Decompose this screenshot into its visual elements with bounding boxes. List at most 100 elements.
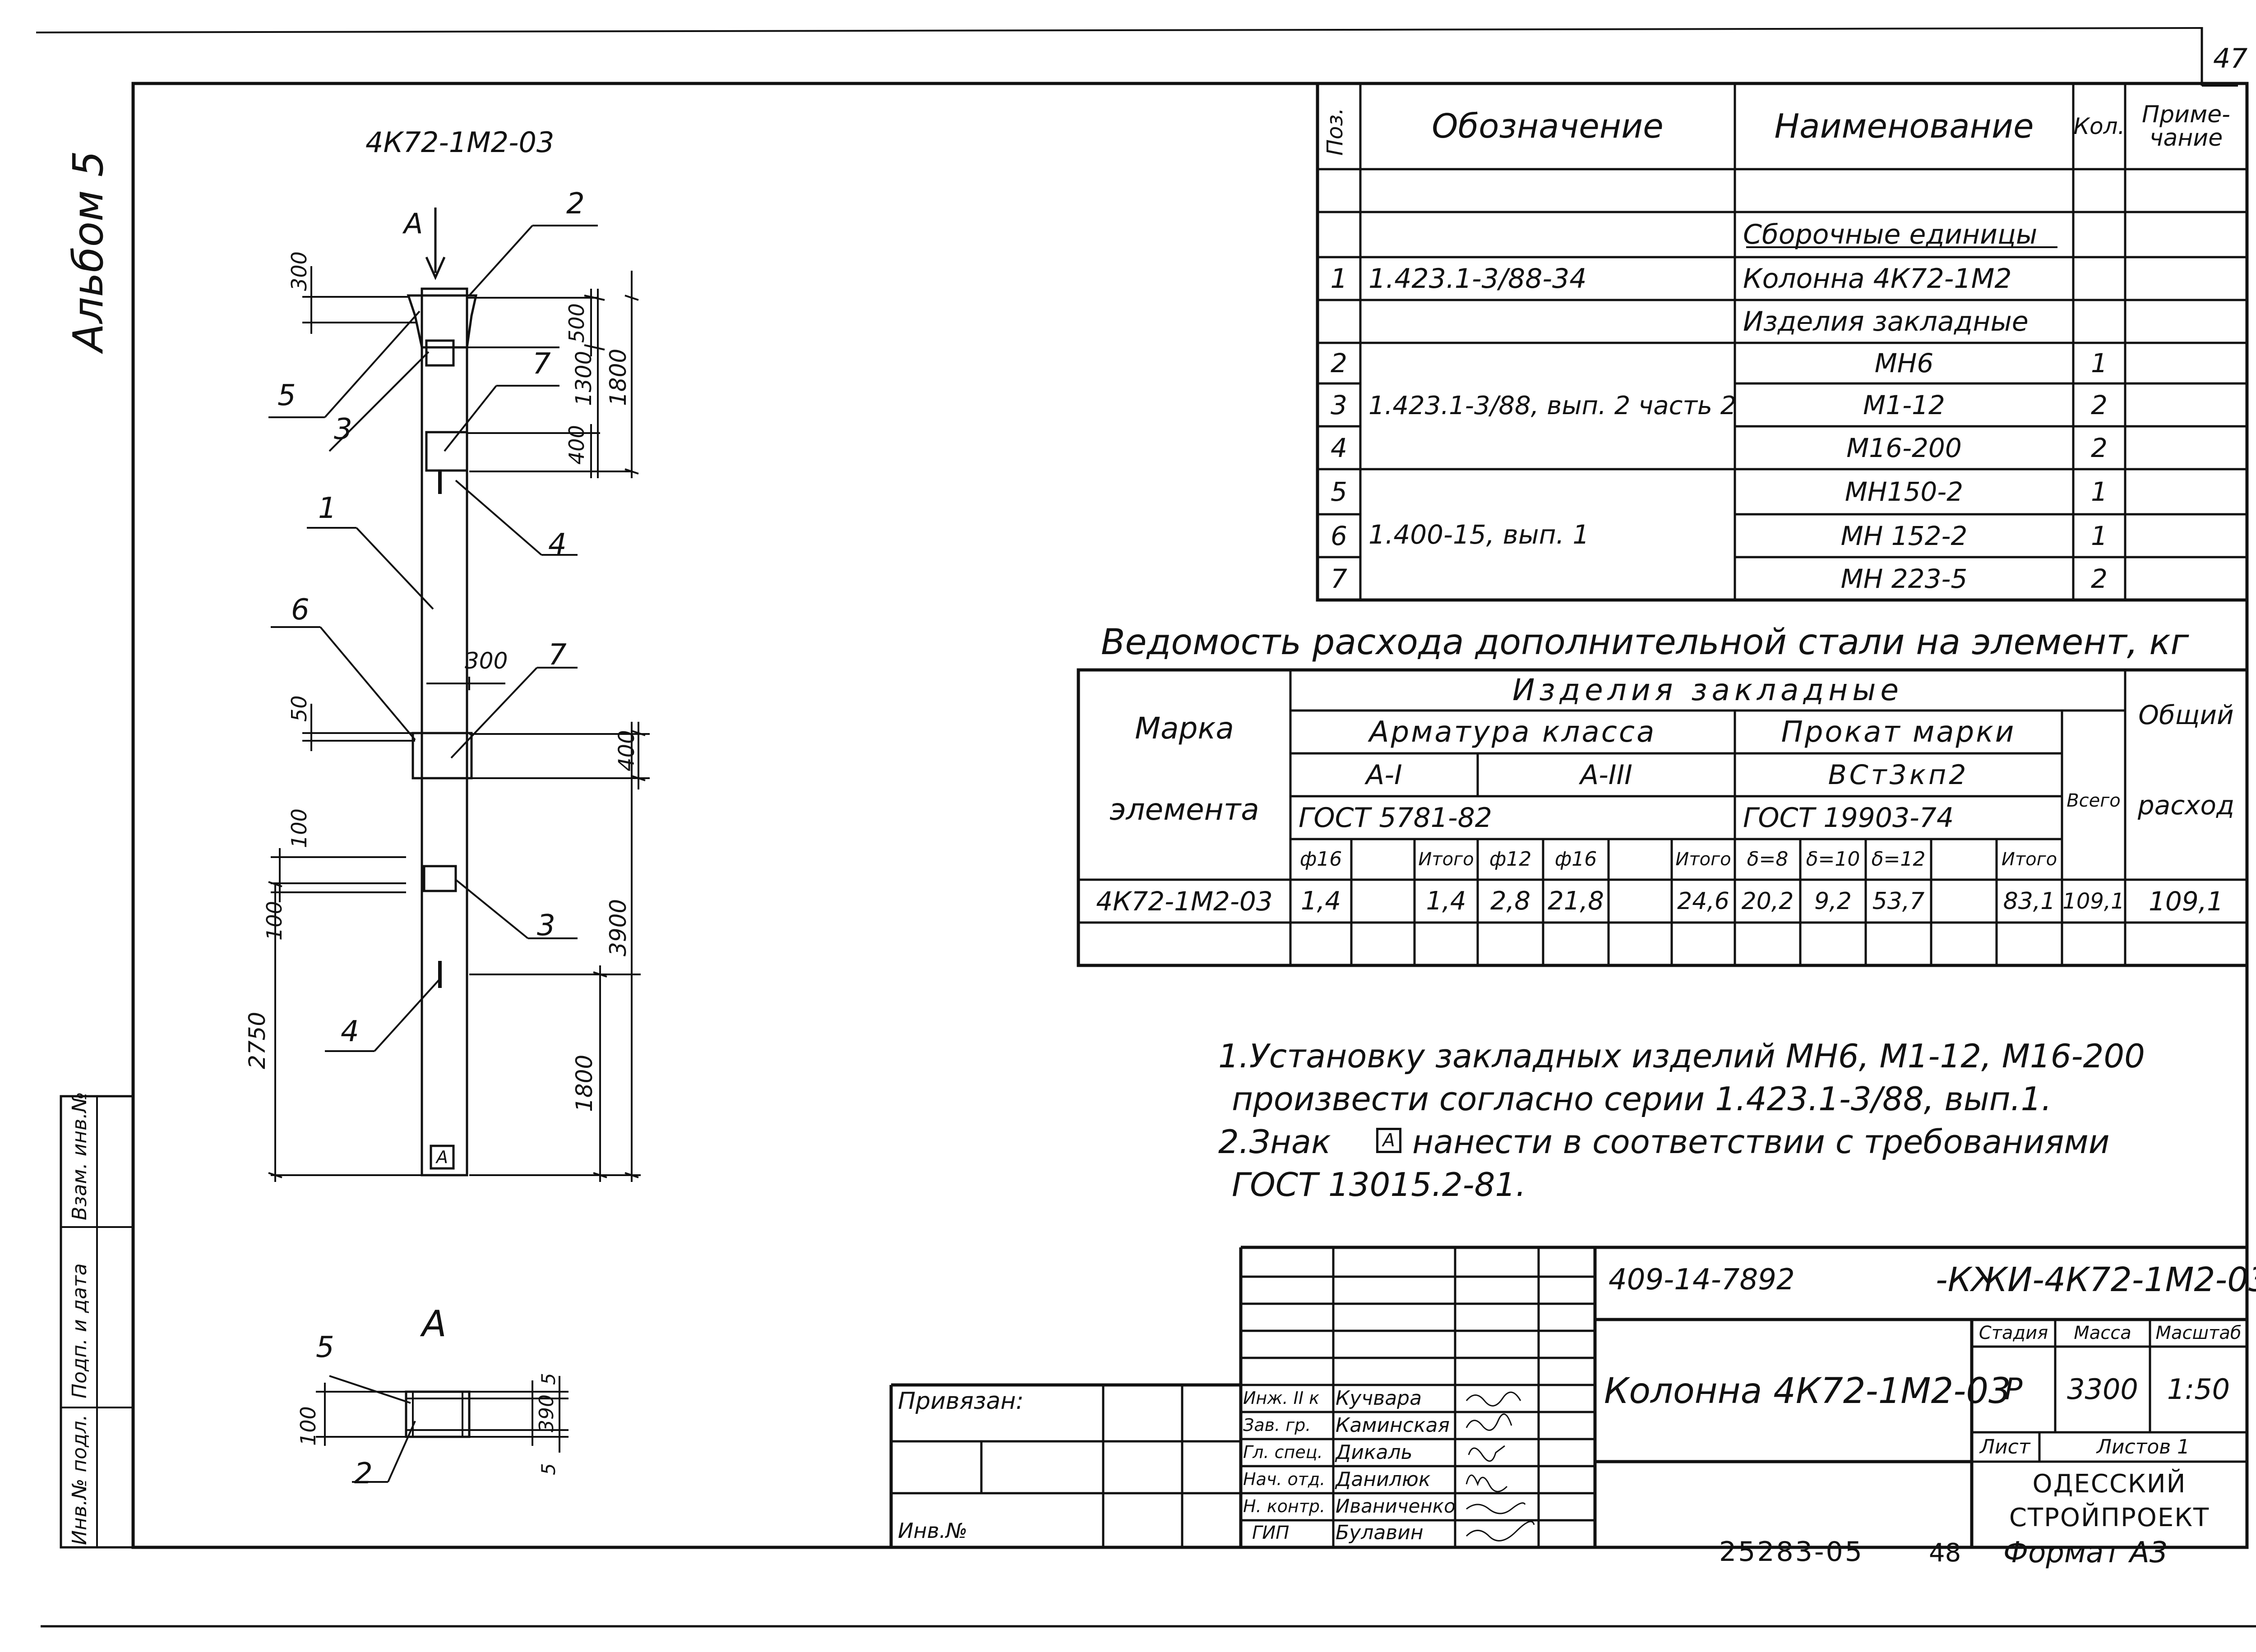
steel-row-value: 20,2 [1741,887,1794,915]
steel-sub: δ=8 [1747,848,1789,871]
steel-sub: ф16 [1554,848,1597,871]
sheets-label: Листов 1 [2096,1435,2190,1458]
person-role: Н. контр. [1243,1496,1326,1516]
spec-group-a-designation: 1.423.1-3/88, вып. 2 часть 2 [1368,391,1737,420]
callout-3-top: 3 [334,413,352,446]
steel-h-total-general-2: расход [2137,790,2235,821]
person-role: Инж. II к [1243,1388,1320,1408]
callout-5-top: 5 [277,379,296,412]
person-name: Булавин [1336,1521,1424,1544]
steel-h-mark-2: элемента [1110,792,1259,827]
person-role: Нач. отд. [1243,1469,1326,1489]
callout-2-top: 2 [566,187,585,221]
callout-3-low: 3 [537,909,555,942]
spec-row-name: М1-12 [1863,389,1945,420]
stage-value: Р [2004,1372,2023,1407]
steel-sub: Итого [2001,849,2057,870]
steel-sub: δ=12 [1871,848,1926,871]
spec-row-name: М16-200 [1846,432,1962,463]
steel-row-value: 1,4 [1300,886,1341,916]
note-line-4: ГОСТ 13015.2-81. [1232,1166,1526,1204]
bottom-page: 48 [1929,1538,1961,1568]
mass-value: 3300 [2067,1373,2138,1406]
note-line-3-end: нанести в соответствии с требованиями [1412,1123,2110,1161]
note-line-1: 1.Установку закладных изделий МН6, М1-12… [1218,1037,2145,1075]
callout-6: 6 [291,593,310,627]
scale-value: 1:50 [2167,1373,2230,1406]
steel-h-rolled: Прокат марки [1781,715,2016,749]
svg-text:A: A [435,1147,448,1167]
steel-h-steel-grade: ВСт3кп2 [1828,759,1969,791]
bottom-number: 25283-05 [1719,1536,1864,1568]
spec-header-qty: Кол. [2073,113,2125,139]
steel-h-total-general: Общий [2138,700,2234,730]
stage-header: Стадия [1979,1323,2048,1343]
steel-row-total: 109,1 [2062,888,2125,914]
spec-header-designation: Обозначение [1432,107,1664,146]
spec-row-name: МН6 [1874,348,1934,378]
steel-h-a1: А-I [1366,759,1402,791]
doc-name: Колонна 4К72-1М2-03 [1604,1371,2011,1412]
person-name: Каминская [1336,1414,1450,1437]
steel-row-mark: 4К72-1М2-03 [1096,886,1273,917]
bound-label: Привязан: [898,1388,1024,1415]
section-a-label: А [422,1303,447,1345]
scale-header: Масштаб [2155,1323,2242,1343]
spec-row-pos: 5 [1331,476,1347,507]
steel-row-general: 109,1 [2148,886,2224,917]
spec-row-qty: 1 [2091,348,2108,378]
org-name-1: ОДЕССКИЙ [2032,1469,2187,1499]
note-line-2: произвести согласно серии 1.423.1-3/88, … [1232,1080,2052,1118]
format-label: Формат А3 [2003,1536,2168,1569]
inv-no-label: Инв.№ [898,1518,968,1543]
org-name-2: СТРОЙПРОЕКТ [2009,1503,2210,1532]
doc-code-right: -КЖИ-4К72-1М2-03 [1936,1260,2256,1299]
spec-section-assembly: Сборочные единицы [1743,219,2038,250]
steel-sub: δ=10 [1806,848,1860,871]
spec-row-qty: 1 [2091,520,2108,551]
steel-row-value: 53,7 [1872,887,1925,915]
steel-h-mark-1: Марка [1135,711,1234,746]
doc-code-left: 409-14-7892 [1609,1263,1795,1297]
person-role: Зав. гр. [1243,1415,1311,1435]
spec-row-pos: 7 [1331,563,1347,594]
steel-sub: Итого [1675,849,1731,870]
steel-row-value: 24,6 [1677,887,1729,915]
spec-row-pos: 4 [1331,432,1347,463]
spec-row-name: МН 152-2 [1840,520,1968,551]
person-name: Данилюк [1336,1468,1431,1491]
steel-h-embedded: Изделия закладные [1512,673,1903,707]
person-role: Гл. спец. [1243,1442,1323,1462]
spec-row1-name: Колонна 4К72-1М2 [1743,263,2012,295]
spec-row-qty: 2 [2091,563,2108,594]
callout-7-top: 7 [532,347,551,381]
spec-row1-pos: 1 [1330,263,1348,295]
drawing-title: 4К72-1М2-03 [365,126,555,159]
spec-row-qty: 2 [2091,432,2108,463]
page-number: 47 [2213,43,2248,74]
note-line-3-start: 2.Знак [1218,1123,1331,1161]
steel-sub: Итого [1418,849,1474,870]
person-name: Дикаль [1336,1441,1413,1464]
steel-sub: ф16 [1299,848,1342,871]
sheet-label: Лист [1980,1435,2030,1458]
mark-a-symbol: А [1376,1128,1401,1153]
spec-row1-designation: 1.423.1-3/88-34 [1368,263,1587,295]
spec-row-name: МН 223-5 [1840,563,1968,594]
spec-group-b-designation: 1.400-15, вып. 1 [1368,519,1590,550]
callout-5-section: 5 [316,1331,334,1364]
spec-header-name: Наименование [1774,107,2034,146]
steel-sub: ф12 [1489,848,1532,871]
person-name: Иваниченко [1336,1495,1456,1517]
steel-row-value: 21,8 [1548,886,1604,916]
callout-7-mid: 7 [548,638,567,672]
steel-h-gost-2: ГОСТ 19903-74 [1743,802,1954,834]
person-role: ГИП [1252,1523,1290,1543]
dim-300-mid: 300 [465,648,508,674]
steel-row-value: 9,2 [1814,887,1852,915]
callout-1: 1 [318,492,337,525]
callout-4-top: 4 [548,528,567,561]
callout-4-low: 4 [341,1015,359,1048]
